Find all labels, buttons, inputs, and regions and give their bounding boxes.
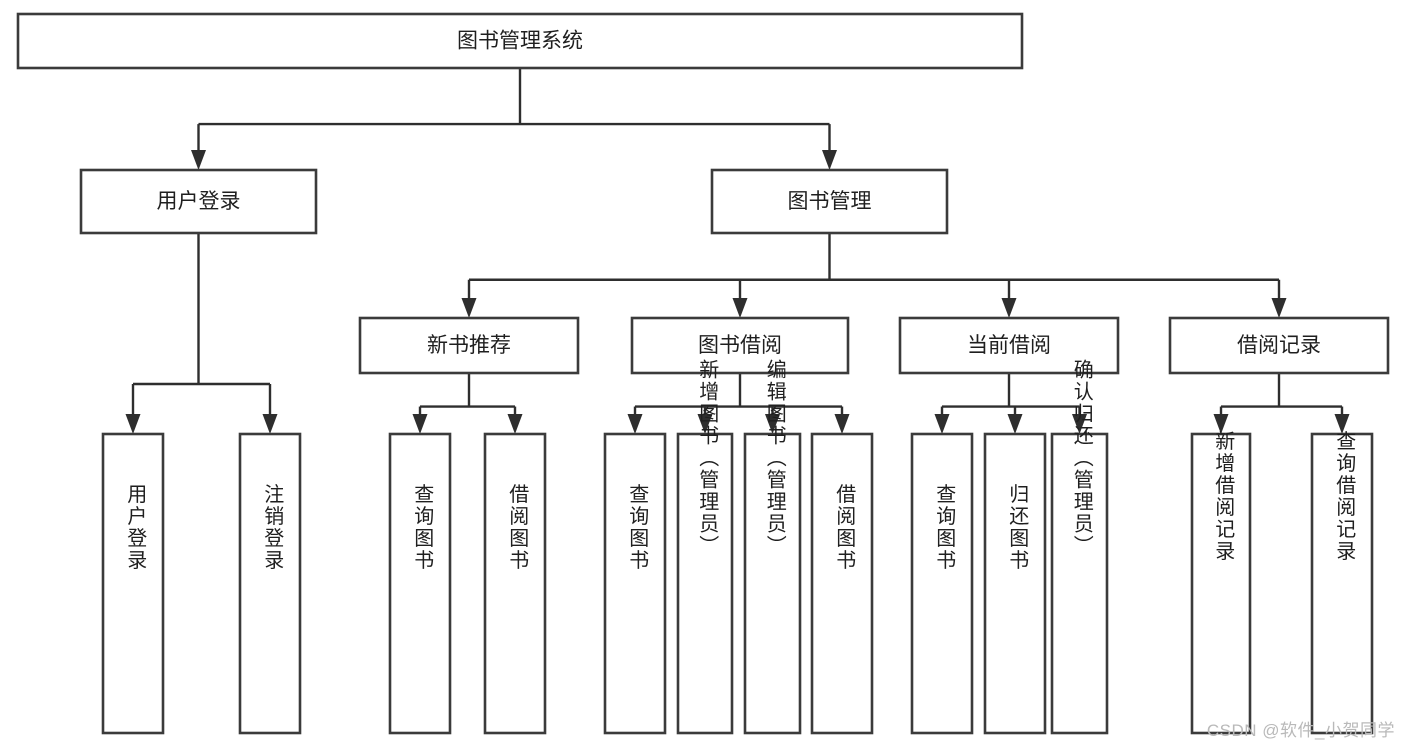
arrow-head-leaf-10: [1007, 414, 1023, 434]
node-box-leaf-6[interactable]: [676, 432, 734, 735]
node-box-book-mgmt[interactable]: [710, 168, 949, 235]
arrow-head-book-mgmt: [822, 150, 837, 170]
node-box-current[interactable]: [898, 316, 1120, 375]
node-box-leaf-7[interactable]: [743, 432, 802, 735]
arrow-head-leaf-9: [934, 414, 950, 434]
node-leaf-4[interactable]: 借阅图书: [483, 432, 547, 735]
node-label-leaf-2: 注销登录: [261, 483, 284, 571]
arrow-head-leaf-7: [765, 414, 780, 434]
node-box-root[interactable]: [16, 12, 1024, 70]
node-box-leaf-8[interactable]: [810, 432, 874, 735]
node-label-leaf-12: 新增借阅记录: [1212, 430, 1235, 562]
node-box-leaf-3[interactable]: [388, 432, 452, 735]
node-current[interactable]: 当前借阅: [898, 316, 1120, 375]
node-leaf-2[interactable]: 注销登录: [238, 432, 302, 735]
node-box-records[interactable]: [1168, 316, 1390, 375]
arrow-head-leaf-13: [1334, 414, 1350, 434]
node-leaf-9[interactable]: 查询图书: [910, 432, 974, 735]
node-label-root: 图书管理系统: [457, 30, 583, 53]
node-leaf-5[interactable]: 查询图书: [603, 432, 667, 735]
nodes-layer: 图书管理系统用户登录图书管理新书推荐图书借阅当前借阅借阅记录用户登录注销登录查询…: [16, 12, 1390, 735]
arrow-head-borrow: [732, 298, 748, 318]
node-leaf-12[interactable]: 新增借阅记录: [1190, 430, 1252, 735]
node-label-records: 借阅记录: [1237, 334, 1321, 357]
node-box-borrow[interactable]: [630, 316, 850, 375]
node-box-leaf-10[interactable]: [983, 432, 1047, 735]
arrow-head-leaf-6: [697, 414, 713, 434]
node-label-leaf-8: 借阅图书: [833, 483, 856, 571]
node-leaf-11[interactable]: 确认归还（管理员）: [1050, 359, 1109, 735]
node-book-mgmt[interactable]: 图书管理: [710, 168, 949, 235]
node-label-leaf-10: 归还图书: [1006, 483, 1029, 571]
node-label-leaf-5: 查询图书: [626, 483, 649, 571]
node-leaf-6[interactable]: 新增图书（管理员）: [676, 359, 734, 735]
node-box-leaf-1[interactable]: [101, 432, 165, 735]
node-leaf-7[interactable]: 编辑图书（管理员）: [743, 359, 802, 735]
node-label-leaf-11: 确认归还（管理员）: [1070, 359, 1093, 557]
node-box-leaf-9[interactable]: [910, 432, 974, 735]
node-label-leaf-3: 查询图书: [411, 483, 434, 571]
node-user-login[interactable]: 用户登录: [79, 168, 318, 235]
arrow-head-leaf-2: [262, 414, 278, 434]
node-leaf-10[interactable]: 归还图书: [983, 432, 1047, 735]
node-label-leaf-4: 借阅图书: [506, 483, 529, 571]
node-label-new-rec: 新书推荐: [427, 334, 511, 357]
node-label-leaf-9: 查询图书: [933, 483, 956, 571]
node-label-leaf-1: 用户登录: [124, 484, 147, 572]
node-leaf-1[interactable]: 用户登录: [101, 432, 165, 735]
arrow-head-leaf-5: [627, 414, 643, 434]
node-box-leaf-11[interactable]: [1050, 432, 1109, 735]
arrow-head-leaf-12: [1213, 414, 1229, 434]
node-label-current: 当前借阅: [967, 334, 1051, 357]
node-box-leaf-4[interactable]: [483, 432, 547, 735]
node-new-rec[interactable]: 新书推荐: [358, 316, 580, 375]
node-box-leaf-5[interactable]: [603, 432, 667, 735]
node-box-new-rec[interactable]: [358, 316, 580, 375]
connectors-layer: [125, 68, 1350, 434]
node-box-leaf-12[interactable]: [1190, 432, 1252, 735]
node-leaf-8[interactable]: 借阅图书: [810, 432, 874, 735]
arrow-head-records: [1271, 298, 1287, 318]
node-label-leaf-13: 查询借阅记录: [1333, 430, 1356, 562]
node-box-user-login[interactable]: [79, 168, 318, 235]
node-root[interactable]: 图书管理系统: [16, 12, 1024, 70]
arrow-head-leaf-4: [507, 414, 523, 434]
node-box-leaf-13[interactable]: [1310, 432, 1374, 735]
node-label-leaf-6: 新增图书（管理员）: [696, 359, 719, 557]
node-label-leaf-7: 编辑图书（管理员）: [763, 359, 786, 557]
arrow-head-new-rec: [461, 298, 477, 318]
node-label-user-login: 用户登录: [157, 190, 241, 213]
arrow-head-current: [1001, 298, 1017, 318]
node-leaf-3[interactable]: 查询图书: [388, 432, 452, 735]
node-borrow[interactable]: 图书借阅: [630, 316, 850, 375]
arrow-head-leaf-11: [1072, 414, 1087, 434]
node-label-book-mgmt: 图书管理: [788, 190, 872, 213]
arrow-head-leaf-3: [412, 414, 428, 434]
node-records[interactable]: 借阅记录: [1168, 316, 1390, 375]
node-leaf-13[interactable]: 查询借阅记录: [1310, 430, 1374, 735]
arrow-head-leaf-1: [125, 414, 141, 434]
arrow-head-user-login: [191, 150, 206, 170]
node-label-borrow: 图书借阅: [698, 334, 782, 357]
arrow-head-leaf-8: [834, 414, 850, 434]
node-box-leaf-2[interactable]: [238, 432, 302, 735]
